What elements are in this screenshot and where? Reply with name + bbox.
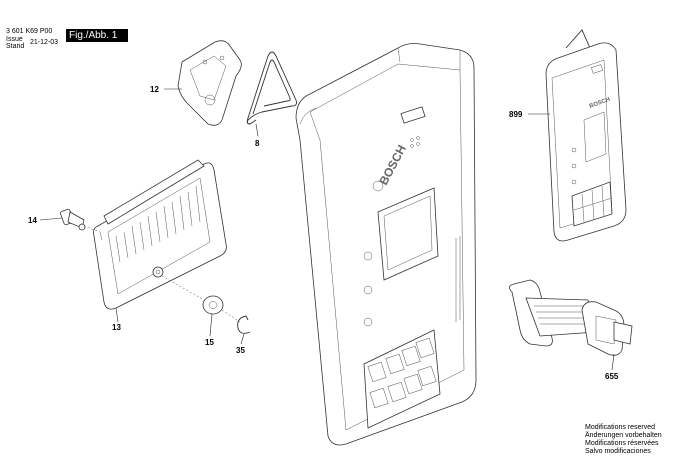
footer-line: Modifications réservées [585,440,659,447]
part-label-15: 15 [205,338,214,347]
part-35-circlip [237,315,251,334]
part-15-washer [202,295,224,315]
footer-line: Änderungen vorbehalten [585,432,662,439]
figure-label: Fig./Abb. 1 [66,29,128,42]
footer-line: Salvo modificaciones [585,448,651,455]
part-label-35: 35 [236,346,245,355]
part-14-screw [60,208,86,231]
stand-label: Stand [6,43,25,50]
part-label-12: 12 [150,85,159,94]
issue-label: Issue [6,36,23,43]
part-899-receiver [545,29,627,242]
part-655-clamp [509,279,633,356]
modifications-notice: Modifications reserved Änderungen vorbeh… [585,424,662,456]
part-label-655: 655 [605,372,619,381]
footer-line: Modifications reserved [585,424,656,431]
part-label-899: 899 [509,110,523,119]
part-8-hanger [246,51,297,125]
part-label-13: 13 [112,323,121,332]
main-receiver-body [295,43,477,446]
issue-date: 21-12-03 [30,39,59,46]
part-13-cover [93,159,227,310]
part-label-8: 8 [255,139,260,148]
doc-number: 3 601 K69 P00 [6,28,53,35]
leader-lines [39,88,615,371]
part-label-14: 14 [28,216,37,225]
part-12-bracket [177,40,242,126]
